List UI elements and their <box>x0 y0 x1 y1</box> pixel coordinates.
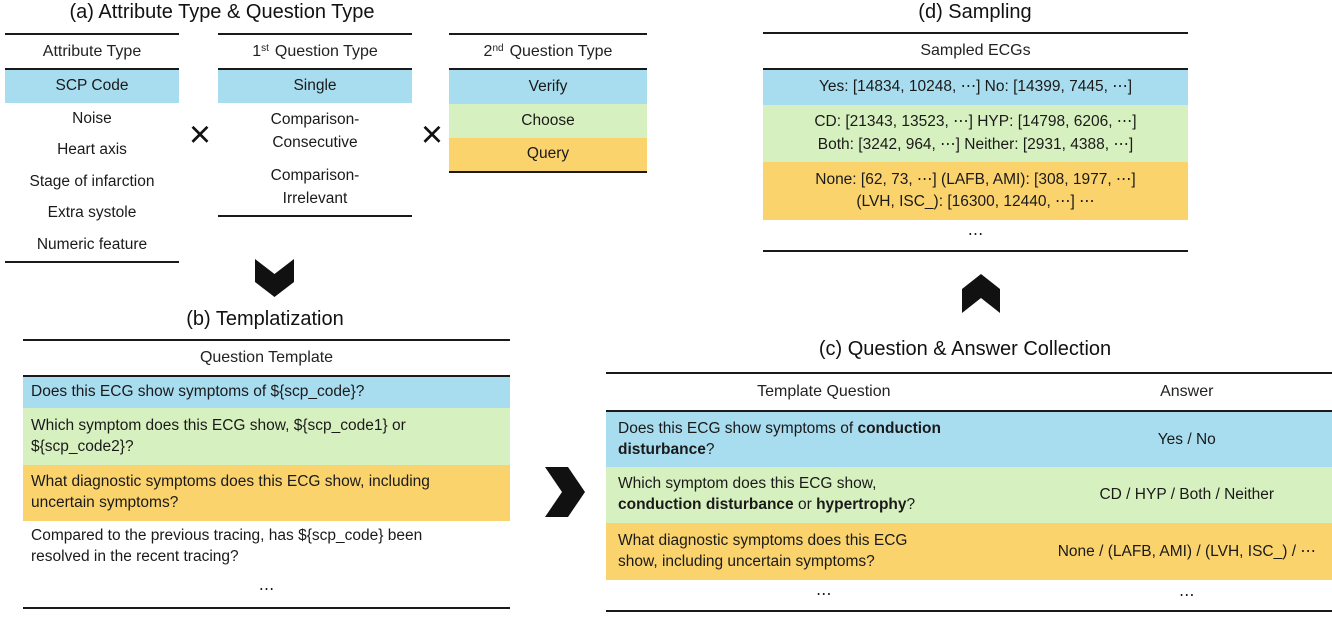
chevron-down-icon <box>255 259 294 297</box>
qa-row-choose: Which symptom does this ECG show,conduct… <box>606 467 1332 523</box>
header-ordinal-suffix: nd <box>492 42 504 54</box>
column-header-answer: Answer <box>1160 383 1214 400</box>
question-cell: ⋯ <box>606 580 1042 610</box>
q2-row-verify: Verify <box>449 70 647 104</box>
attribute-type-table: Attribute Type SCP Code Noise Heart axis… <box>5 33 179 263</box>
qa-row-ellipsis: ⋯ ⋯ <box>606 580 1332 610</box>
template-row-ellipsis: ⋯ <box>258 580 275 598</box>
template-row-verify: Does this ECG show symptoms of ${scp_cod… <box>23 377 510 408</box>
attribute-row-numeric-feature: Numeric feature <box>36 235 148 253</box>
panel-a-title: (a) Attribute Type & Question Type <box>69 1 375 23</box>
answer-cell: CD / HYP / Both / Neither <box>1099 486 1275 503</box>
attribute-row-extra-systole: Extra systole <box>47 204 137 222</box>
column-header-template-question: Template Question <box>757 383 891 400</box>
answer-cell: Yes / No <box>1157 430 1216 448</box>
chevron-up-icon <box>962 274 1000 313</box>
template-row-query: What diagnostic symptoms does this ECG s… <box>23 465 510 521</box>
question-text: Which symptom does this ECG show,conduct… <box>618 475 916 513</box>
q1-row-single: Single <box>218 70 412 103</box>
panel-c-title: (c) Question & Answer Collection <box>818 338 1112 360</box>
question-cell: Does this ECG show symptoms of conductio… <box>606 412 1042 467</box>
attribute-row-scp-code: SCP Code <box>5 70 179 103</box>
header-ordinal-suffix: st <box>261 42 269 54</box>
sampling-row-query: None: [62, 73, ⋯] (LAFB, AMI): [308, 197… <box>763 162 1188 220</box>
answer-cell: None / (LAFB, AMI) / (LVH, ISC_) / ⋯ <box>1057 543 1316 560</box>
header-number: 2 <box>483 42 493 60</box>
header-text: Question Type <box>509 42 613 60</box>
multiply-icon: × <box>420 114 444 156</box>
question-cell: Which symptom does this ECG show,conduct… <box>606 467 1042 523</box>
qa-collection-header-row: Template Question Answer <box>606 374 1332 412</box>
sampling-row-ellipsis: ⋯ <box>967 225 984 243</box>
question-text: Does this ECG show symptoms of conductio… <box>618 419 941 458</box>
panel-b-title: (b) Templatization <box>186 308 344 330</box>
sampled-ecgs-header: Sampled ECGs <box>763 34 1188 70</box>
attribute-row-heart-axis: Heart axis <box>57 141 127 159</box>
q2-row-choose: Choose <box>449 104 647 138</box>
qa-row-verify: Does this ECG show symptoms of conductio… <box>606 412 1332 467</box>
multiply-icon: × <box>188 114 212 156</box>
template-row-choose: Which symptom does this ECG show, ${scp_… <box>23 408 510 465</box>
question-template-table: Question Template Does this ECG show sym… <box>23 339 510 609</box>
attribute-type-header: Attribute Type <box>5 35 179 70</box>
qa-collection-table: Template Question Answer Does this ECG s… <box>606 372 1332 612</box>
q2-row-query: Query <box>449 138 647 171</box>
q1-row-comparison-consecutive: Comparison- Consecutive <box>270 111 360 151</box>
answer-cell: ⋯ <box>1179 586 1195 604</box>
q1-row-comparison-irrelevant: Comparison- Irrelevant <box>270 167 360 207</box>
sampled-ecgs-table: Sampled ECGs Yes: [14834, 10248, ⋯] No: … <box>763 32 1188 252</box>
question-template-header: Question Template <box>23 341 510 377</box>
panel-d-title: (d) Sampling <box>918 1 1032 23</box>
sampling-row-choose: CD: [21343, 13523, ⋯] HYP: [14798, 6206,… <box>763 105 1188 162</box>
attribute-row-stage-of-infarction: Stage of infarction <box>29 172 155 190</box>
template-row-comparison: Compared to the previous tracing, has ${… <box>31 527 423 565</box>
header-text: Question Type <box>274 42 378 60</box>
header-number: 1 <box>252 42 262 60</box>
sampling-row-verify: Yes: [14834, 10248, ⋯] No: [14399, 7445,… <box>763 70 1188 105</box>
question-text: ⋯ <box>816 585 832 603</box>
chevron-right-icon <box>545 467 585 517</box>
attribute-row-noise: Noise <box>72 109 112 127</box>
